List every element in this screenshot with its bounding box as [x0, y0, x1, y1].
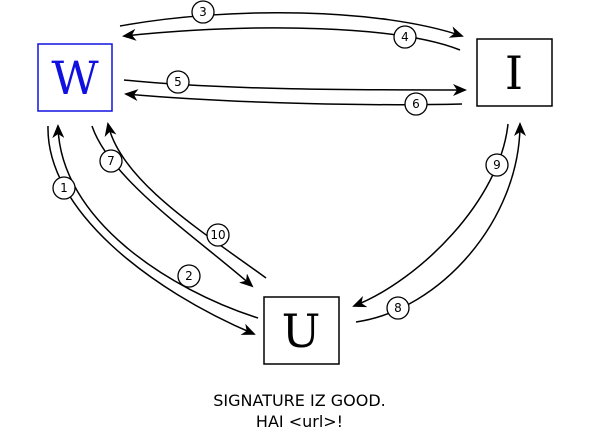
edges	[47, 11, 526, 335]
edge-label-6: 6	[404, 92, 428, 116]
svg-text:1: 1	[60, 181, 68, 195]
edge-4	[122, 27, 461, 51]
edge-label-9: 9	[485, 153, 509, 177]
svg-text:3: 3	[199, 5, 207, 19]
node-u-label: U	[282, 304, 321, 358]
edge-5	[123, 79, 467, 96]
edge-labels: 3 4 5 6 7 1 10 2	[52, 0, 509, 320]
edge-label-3: 3	[191, 0, 215, 24]
edge-1	[47, 125, 256, 335]
edge-10	[104, 122, 267, 279]
caption-line-2: HAI <url>!	[255, 412, 344, 431]
svg-text:4: 4	[401, 30, 409, 44]
edge-label-10: 10	[206, 223, 230, 247]
node-i: I	[476, 38, 553, 107]
node-w: W	[37, 43, 113, 112]
svg-text:7: 7	[107, 154, 115, 168]
caption: SIGNATURE IZ GOOD. HAI <url>!	[0, 390, 599, 432]
caption-line-1: SIGNATURE IZ GOOD.	[213, 391, 386, 410]
node-u: U	[263, 296, 340, 365]
svg-text:8: 8	[394, 301, 402, 315]
edge-9	[352, 123, 509, 308]
edge-label-2: 2	[177, 264, 201, 288]
svg-text:9: 9	[493, 158, 501, 172]
edge-label-7: 7	[99, 149, 123, 173]
node-w-label: W	[51, 51, 99, 105]
svg-text:2: 2	[185, 269, 193, 283]
edge-2	[52, 124, 259, 319]
edge-7	[91, 125, 254, 288]
edge-3	[119, 11, 464, 38]
edge-label-5: 5	[166, 70, 190, 94]
edge-label-1: 1	[52, 176, 76, 200]
edge-label-4: 4	[393, 25, 417, 49]
protocol-diagram: W I U 3 4 5 6 7 1	[37, 0, 553, 365]
svg-text:5: 5	[174, 75, 182, 89]
svg-text:10: 10	[210, 228, 225, 242]
edge-label-8: 8	[386, 296, 410, 320]
svg-text:6: 6	[412, 97, 420, 111]
node-i-label: I	[505, 46, 523, 100]
